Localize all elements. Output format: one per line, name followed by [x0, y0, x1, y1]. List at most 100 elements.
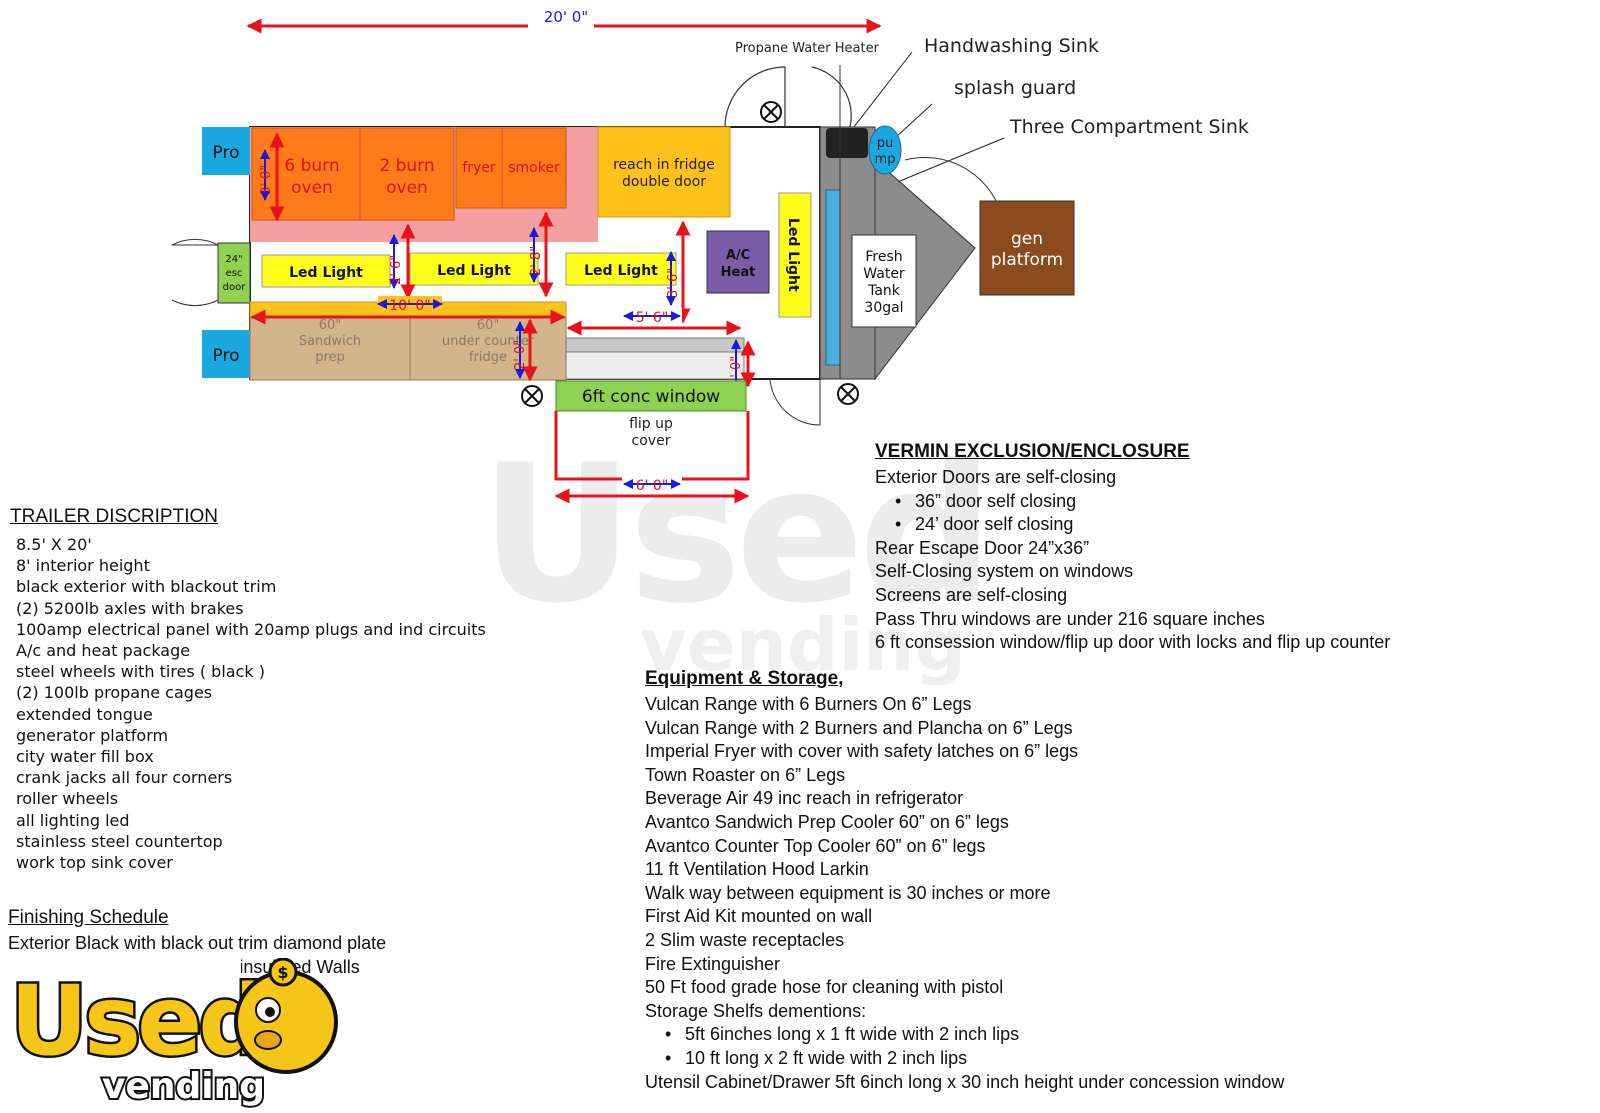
- label-2burn-1: 2 burn: [379, 156, 434, 176]
- equipment-bullet-item: 10 ft long x 2 ft wide with 2 inch lips: [645, 1047, 1284, 1071]
- fresh-water-tank: [851, 234, 917, 328]
- led-light-vertical: [778, 192, 812, 318]
- equipment-line-item: Imperial Fryer with cover with safety la…: [645, 741, 1079, 762]
- equipment-storage: Equipment & Storage, Vulcan Range with 6…: [645, 668, 1284, 1094]
- label-led-3: Led Light: [584, 263, 658, 279]
- label-flip-1: flip up: [629, 416, 673, 432]
- propane-cage-bottom: [202, 330, 250, 378]
- watermark-vending: vending: [640, 603, 966, 687]
- dim-label-3-6: 3' 6": [666, 268, 681, 298]
- label-esc-3: door: [223, 282, 247, 293]
- three-compartment-sink: [825, 189, 841, 366]
- trailer-line-item: (2) 5200lb axles with brakes: [16, 598, 244, 618]
- vermin-line-item: Rear Escape Door 24”x36”: [875, 537, 1090, 558]
- label-gen-2: platform: [991, 250, 1063, 270]
- led-light-3: [565, 252, 677, 286]
- trailer-line-item: 8.5' X 20': [16, 535, 92, 554]
- label-gen-1: gen: [1011, 229, 1043, 249]
- label-sandwich-2: Sandwich: [299, 334, 361, 349]
- label-sandwich-3: prep: [315, 350, 345, 365]
- dim-label-total: 20' 0": [544, 8, 588, 26]
- label-counter-1: 60": [477, 318, 500, 333]
- equipment-line-item: Vulcan Range with 2 Burners and Plancha …: [645, 717, 1073, 738]
- propane-cage-top: [202, 127, 250, 175]
- concession-cabinet: [565, 351, 745, 380]
- equipment-bullets: 5ft 6inches long x 1 ft wide with 2 inch…: [645, 1023, 1284, 1070]
- trailer-line-item: generator platform: [16, 725, 169, 745]
- trailer-line-item: extended tongue: [16, 704, 153, 724]
- equipment-line-item: Avantco Sandwich Prep Cooler 60” on 6” l…: [645, 811, 1009, 832]
- label-counter-2: under counter: [442, 334, 535, 349]
- equipment-line-item: 11 ft Ventilation Hood Larkin: [645, 859, 869, 880]
- label-fridge-2: double door: [622, 174, 706, 190]
- label-led-1: Led Light: [289, 265, 363, 281]
- label-three-sink: Three Compartment Sink: [1009, 116, 1249, 138]
- trailer-line-item: crank jacks all four corners: [16, 768, 233, 788]
- door-swing-top: [724, 66, 786, 128]
- pump: [868, 125, 902, 175]
- equipment-line-item: Vulcan Range with 6 Burners On 6” Legs: [645, 694, 972, 714]
- dim-label-2-6: 2' 6": [389, 255, 404, 285]
- label-6burn-1: 6 burn: [284, 156, 339, 176]
- equipment-bullet-item: 5ft 6inches long x 1 ft wide with 2 inch…: [645, 1023, 1284, 1047]
- equipment-line-item: Storage Shelfs dementions:: [645, 1000, 867, 1021]
- finishing-heading: Finishing Schedule: [8, 907, 169, 928]
- counter-block: [249, 317, 567, 381]
- label-window: 6ft conc window: [582, 387, 720, 407]
- two-burner-oven: [359, 127, 455, 221]
- label-pro-bottom: Pro: [213, 346, 240, 366]
- trailer-line-item: 8' interior height: [16, 556, 150, 576]
- trailer-line-item: steel wheels with tires ( black ): [16, 662, 265, 682]
- trailer-line-item: (2) 100lb propane cages: [16, 683, 213, 703]
- dim-label-1-0: 1' 0": [729, 356, 744, 386]
- logo-word-used: Used: [10, 965, 263, 1077]
- label-2burn-2: oven: [386, 178, 428, 198]
- escape-door-swing-top: [171, 238, 219, 246]
- smoker: [501, 127, 567, 209]
- equipment-last-line: Utensil Cabinet/Drawer 5ft 6inch long x …: [645, 1071, 1285, 1092]
- trailer-line-item: city water fill box: [16, 747, 154, 767]
- label-tank-3: Tank: [867, 283, 901, 299]
- led-light-2: [409, 252, 539, 286]
- dim-label-5-6: 5' 6": [636, 310, 669, 326]
- dim-label-3-0: 3' 0": [259, 165, 274, 195]
- crank-jack-bottom-left: [521, 385, 543, 407]
- label-ac-1: A/C: [726, 248, 750, 263]
- equipment-line-item: 2 Slim waste receptacles: [645, 929, 845, 950]
- trailer-line-item: A/c and heat package: [16, 641, 191, 661]
- label-led-2: Led Light: [437, 263, 511, 279]
- vermin-bullets: 36” door self closing24’ door self closi…: [875, 490, 1390, 537]
- vermin-bullet-item: 24’ door self closing: [875, 513, 1390, 537]
- label-pump-2: mp: [875, 152, 896, 167]
- dim-label-10-0: 10' 0": [389, 298, 430, 314]
- label-handwashing: Handwashing Sink: [924, 35, 1099, 57]
- coin-dollar-icon: $: [277, 963, 288, 982]
- label-tank-1: Fresh: [865, 249, 902, 265]
- equipment-line-item: Town Roaster on 6” Legs: [645, 764, 846, 785]
- logo-word-vending: vending: [102, 1066, 265, 1107]
- ac-heat-unit: [706, 230, 770, 294]
- dim-label-bg: [528, 6, 594, 28]
- vermin-heading: VERMIN EXCLUSION/ENCLOSURE: [875, 441, 1190, 462]
- label-tank-4: 30gal: [864, 300, 903, 316]
- equipment-line-item: Fire Extinguisher: [645, 953, 781, 974]
- dim-label-6-0: 6' 0": [636, 478, 669, 494]
- generator-platform: [979, 200, 1075, 296]
- dim-label-2-8: 2' 8": [529, 246, 544, 276]
- vermin-line-item: Self-Closing system on windows: [875, 561, 1134, 582]
- equipment-line-item: Avantco Counter Top Cooler 60” on 6” leg…: [645, 835, 986, 856]
- label-tank-2: Water: [863, 266, 905, 282]
- label-pro-top: Pro: [213, 143, 240, 163]
- label-fryer: fryer: [462, 160, 496, 176]
- callout-line-handwash: [849, 51, 913, 133]
- label-sandwich-1: 60": [319, 318, 342, 333]
- vermin-line-item: Pass Thru windows are under 216 square i…: [875, 608, 1265, 629]
- label-esc-2: esc: [226, 268, 243, 279]
- escape-door[interactable]: [217, 242, 251, 304]
- used-vending-logo: Used vending $: [6, 958, 338, 1108]
- concession-window[interactable]: [555, 380, 747, 412]
- vermin-bullet-item: 36” door self closing: [875, 490, 1390, 514]
